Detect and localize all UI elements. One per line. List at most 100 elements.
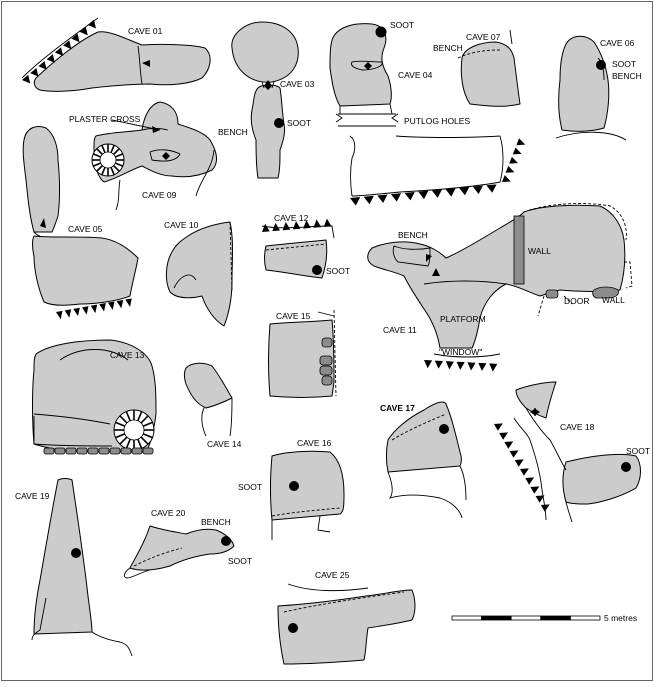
cliff-edge-tooth — [90, 304, 98, 314]
cliff-edge-tooth — [456, 361, 465, 370]
plaster-cross-spoke — [137, 438, 143, 449]
cave-11-door-stone — [545, 289, 559, 299]
cliff-edge-tooth — [272, 222, 280, 232]
cliff-edge-tooth — [116, 299, 124, 309]
cave-12-soot — [312, 265, 322, 275]
cave-06-bench-label: BENCH — [612, 71, 642, 81]
cave-20-soot-label: SOOT — [228, 556, 252, 566]
cliff-edge-tooth — [22, 74, 31, 84]
cave-13: CAVE 13 — [32, 339, 157, 455]
plaster-cross-spoke — [110, 167, 115, 176]
cliff-edge-tooth — [46, 54, 55, 63]
plaster-cross-spoke — [101, 144, 106, 153]
cliff-edge-tooth — [125, 298, 132, 307]
cliff-edge-tooth — [79, 26, 88, 36]
cave-25-soot — [288, 623, 298, 633]
wall-stone — [87, 447, 99, 455]
cliff-edge-tooth — [323, 218, 332, 227]
cave-06-soot — [596, 60, 606, 70]
cliff-edge-tooth — [71, 33, 80, 43]
cave-11-door-label: DOOR — [564, 296, 590, 306]
wall-stone — [65, 447, 77, 455]
plaster-cross-spoke — [115, 433, 126, 439]
cave-04-putlog-label: PUTLOG HOLES — [404, 116, 470, 126]
wall-stone — [131, 447, 143, 455]
plaster-cross-spoke — [110, 144, 115, 153]
plaster-cross-spoke — [92, 162, 101, 167]
cliff-edge-tooth — [504, 441, 514, 449]
cave-01: CAVE 01 — [21, 17, 211, 92]
cliff-edge-tooth — [434, 360, 443, 369]
cave-19-label: CAVE 19 — [15, 491, 50, 501]
cliff-edge-tooth — [512, 147, 522, 155]
scale-segment — [540, 615, 571, 621]
cave-07-bench-label: BENCH — [433, 43, 463, 53]
cave-20-soot — [221, 536, 231, 546]
cliff-edge-tooth — [262, 223, 270, 232]
cave-11: BENCH WALL DOOR WALL PLATFORM CAVE 11 "W… — [367, 203, 633, 372]
cliff-edge-tooth — [478, 362, 487, 372]
plaster-cross-spoke — [101, 167, 106, 176]
cliff-edge-tooth — [313, 219, 322, 228]
cave-20: CAVE 20 BENCH SOOT — [123, 508, 252, 579]
cliff-edge-tooth — [363, 195, 374, 205]
cave-11-wall-west — [513, 215, 525, 285]
cave-12-label: CAVE 12 — [274, 213, 309, 223]
cliff-edge-tooth — [445, 188, 456, 197]
cave-07: CAVE 07 BENCH — [433, 29, 521, 107]
cliff-edge-tooth — [514, 459, 524, 467]
wall-stone — [54, 447, 66, 455]
cave-16-soot-label: SOOT — [238, 482, 262, 492]
scale-segment — [451, 615, 483, 621]
plaster-cross-spoke — [140, 415, 149, 424]
cliff-edge-tooth — [540, 504, 550, 512]
scale-segment — [570, 615, 601, 621]
cliff-edge-tooth — [30, 67, 39, 77]
cave-20-bench-label: BENCH — [201, 517, 231, 527]
cave-19-soot — [71, 548, 81, 558]
wall-stone — [120, 447, 132, 455]
cliff-edge-tooth — [82, 306, 89, 315]
cave-09-label: CAVE 09 — [142, 190, 177, 200]
cliff-edge-tooth — [63, 40, 72, 50]
cliff-edge-tooth — [350, 197, 361, 206]
plaster-cross-spoke — [119, 415, 128, 424]
cave-09: PLASTER CROSS CAVE 09 — [69, 101, 217, 211]
cave-04-soot-label: SOOT — [390, 20, 414, 30]
cliff-edge-tooth — [64, 309, 72, 318]
cliff-edge-tooth — [431, 189, 443, 198]
cave-18-soot — [621, 462, 631, 472]
cave-09-cross-label: PLASTER CROSS — [69, 114, 141, 124]
cave-19: CAVE 19 — [15, 478, 133, 657]
cliff-edge-tooth — [494, 423, 503, 431]
cliff-edge-tooth — [424, 360, 433, 369]
cliff-edge-tooth — [467, 362, 476, 371]
cave-17-label: CAVE 17 — [380, 403, 415, 413]
cave-17-soot — [439, 424, 449, 434]
cave-03-soot — [274, 118, 284, 128]
cave-07-label: CAVE 07 — [466, 32, 501, 42]
cliff-edge-tooth — [509, 156, 518, 164]
scale-label: 5 metres — [604, 613, 637, 623]
plaster-cross-spoke — [137, 411, 143, 422]
plaster-cross-spoke — [125, 411, 131, 422]
cave-12-soot-label: SOOT — [326, 266, 350, 276]
cave-06: CAVE 06 SOOT BENCH — [555, 35, 642, 141]
plaster-cross-spoke — [115, 153, 124, 158]
cave-03-label: CAVE 03 — [280, 79, 315, 89]
wall-stone — [109, 447, 121, 455]
cave-03-bench-label: BENCH — [218, 127, 248, 137]
cave-11-window-label: "WINDOW" — [439, 347, 482, 357]
wall-stone — [142, 447, 154, 455]
scale-bar: 5 metres — [451, 613, 637, 623]
plaster-cross-spoke — [113, 148, 120, 155]
cliff-edge-tooth — [282, 221, 291, 231]
cave-11-bench-label: BENCH — [398, 230, 428, 240]
cave-16-soot — [289, 481, 299, 491]
plaster-cross-spoke — [113, 165, 120, 172]
cave-16: CAVE 16 SOOT — [238, 438, 345, 540]
cliff-edge-tooth — [472, 185, 483, 195]
